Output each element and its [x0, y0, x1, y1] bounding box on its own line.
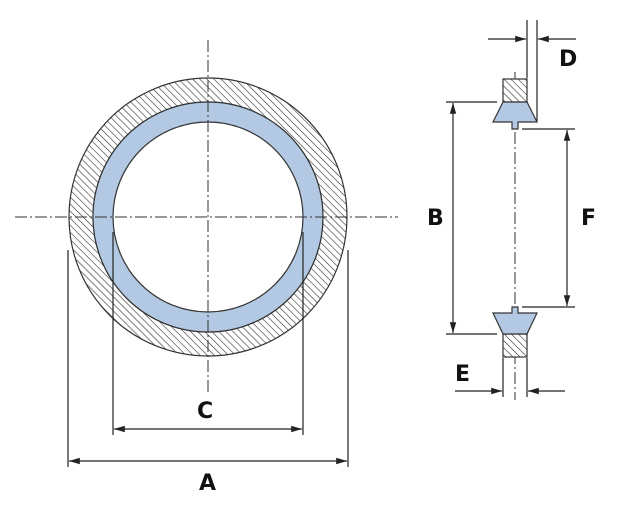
label-c: C: [197, 399, 213, 424]
label-e: E: [455, 362, 470, 387]
top-seal-section: [492, 101, 538, 130]
label-b: B: [427, 206, 444, 231]
label-d: D: [559, 47, 577, 72]
top-metal-section: [502, 78, 528, 103]
section-view: D B F E: [427, 20, 596, 400]
bottom-metal-section: [502, 333, 528, 358]
front-view: C A: [15, 40, 398, 496]
label-a: A: [199, 471, 216, 496]
bottom-seal-section: [492, 306, 538, 335]
label-f: F: [581, 206, 596, 231]
